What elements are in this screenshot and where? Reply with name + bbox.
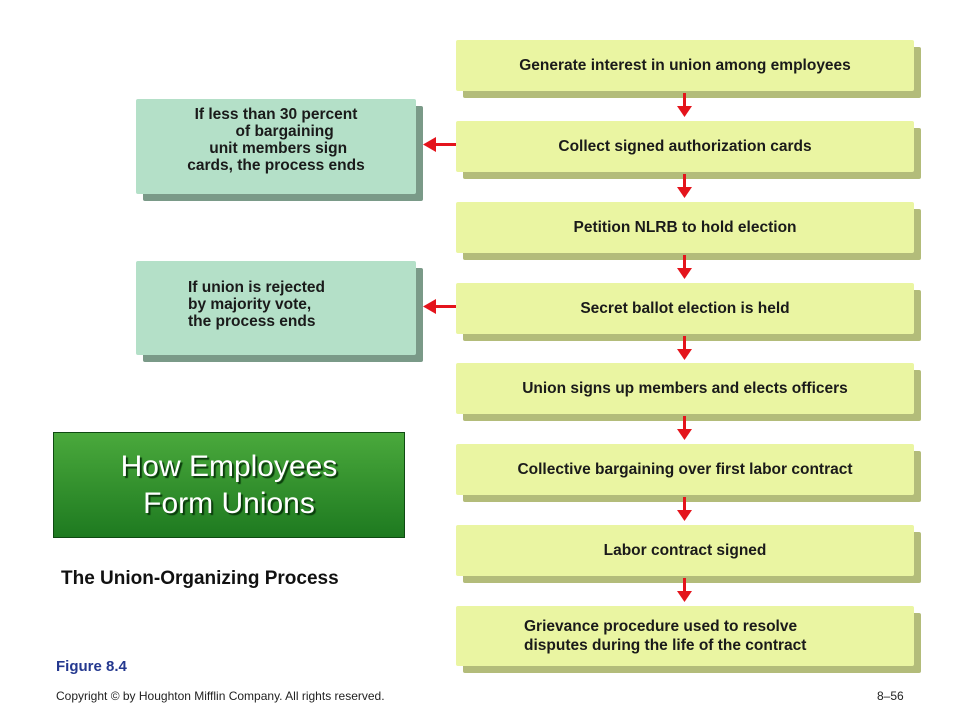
arrow-left-2 bbox=[423, 299, 436, 314]
step-collect-cards: Collect signed authorization cards bbox=[456, 121, 914, 172]
arrow-down-4 bbox=[677, 349, 692, 360]
step-petition-nlrb: Petition NLRB to hold election bbox=[456, 202, 914, 253]
step-contract-signed: Labor contract signed bbox=[456, 525, 914, 576]
arrow-down-3 bbox=[677, 268, 692, 279]
figure-label: Figure 8.4 bbox=[56, 658, 127, 675]
arrow-down-1 bbox=[677, 106, 692, 117]
page-number: 8–56 bbox=[877, 689, 904, 703]
step-generate-interest: Generate interest in union among employe… bbox=[456, 40, 914, 91]
side-note-low-cards: If less than 30 percent of bargaining un… bbox=[136, 99, 416, 194]
diagram-caption: The Union-Organizing Process bbox=[61, 568, 339, 589]
step-union-signs-up: Union signs up members and elects office… bbox=[456, 363, 914, 414]
step-secret-ballot: Secret ballot election is held bbox=[456, 283, 914, 334]
copyright-notice: Copyright © by Houghton Mifflin Company.… bbox=[56, 689, 385, 703]
step-grievance-procedure: Grievance procedure used to resolve disp… bbox=[456, 606, 914, 666]
title-banner: How Employees Form Unions bbox=[53, 432, 405, 538]
arrow-down-6 bbox=[677, 510, 692, 521]
arrow-down-2 bbox=[677, 187, 692, 198]
side-note-rejected: If union is rejected by majority vote, t… bbox=[136, 261, 416, 355]
step-collective-bargaining: Collective bargaining over first labor c… bbox=[456, 444, 914, 495]
arrow-left-1 bbox=[423, 137, 436, 152]
title-text: How Employees Form Unions bbox=[120, 450, 338, 520]
arrow-down-7 bbox=[677, 591, 692, 602]
arrow-down-5 bbox=[677, 429, 692, 440]
